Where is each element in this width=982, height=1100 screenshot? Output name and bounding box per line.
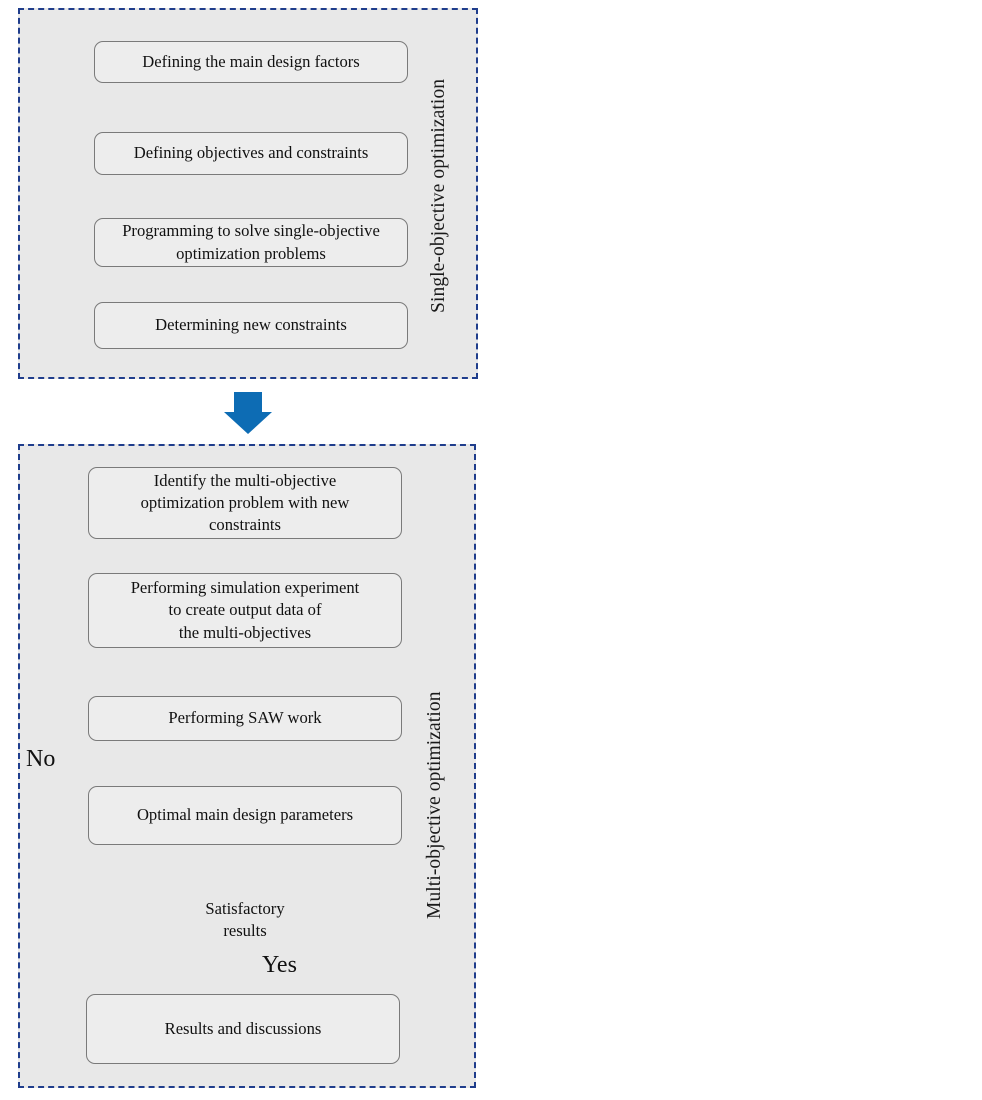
block-down-arrow-icon (224, 392, 272, 434)
node-text: Performing simulation experiment to crea… (130, 578, 360, 642)
panel-multi-objective (18, 444, 476, 1088)
node-defining-objectives-and-constraints: Defining objectives and constraints (94, 132, 408, 175)
node-performing-simulation-experiment: Performing simulation experiment to crea… (88, 573, 402, 648)
node-defining-main-design-factors: Defining the main design factors (94, 41, 408, 83)
decision-label-satisfactory-results: Satisfactory results (205, 899, 285, 940)
panel-label-multi-objective: Multi-objective optimization (424, 691, 445, 919)
node-text: Identify the multi-objective optimizatio… (140, 470, 350, 535)
node-results-and-discussions: Results and discussions (86, 994, 400, 1064)
panel-label-single-objective: Single-objective optimization (428, 78, 449, 314)
node-identify-multi-objective-problem: Identify the multi-objective optimizatio… (88, 467, 402, 539)
node-programming-single-objective: Programming to solve single-objective op… (94, 218, 408, 267)
node-determining-new-constraints: Determining new constraints (94, 302, 408, 349)
branch-label-yes: Yes (262, 952, 297, 978)
node-text: Programming to solve single-objective op… (122, 221, 380, 263)
branch-label-no: No (26, 746, 56, 772)
node-performing-saw-work: Performing SAW work (88, 696, 402, 741)
node-optimal-main-design-parameters: Optimal main design parameters (88, 786, 402, 845)
